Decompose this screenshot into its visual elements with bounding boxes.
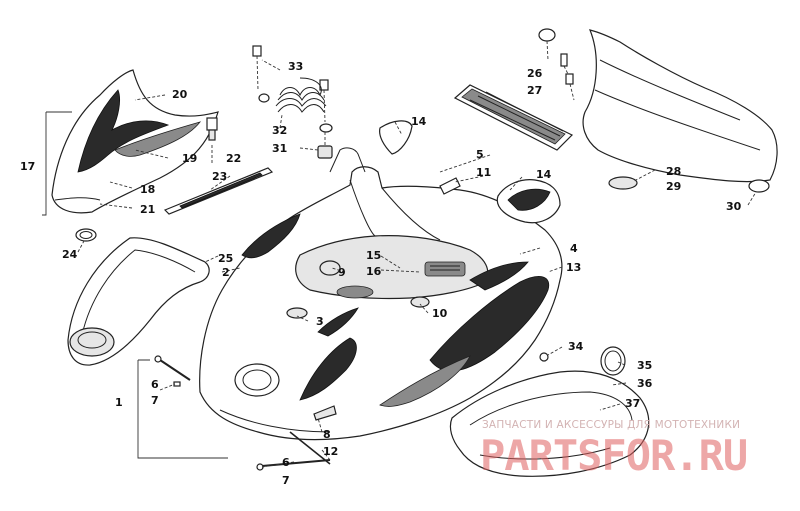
hardware-leader-26-27	[546, 40, 575, 101]
callout-12: 12	[323, 445, 338, 458]
watermark-tagline: ЗАПЧАСТИ И АКСЕССУРЫ ДЛЯ МОТОТЕХНИКИ	[482, 419, 740, 431]
callout-6-upper: 6	[151, 378, 159, 391]
callout-29: 29	[666, 180, 681, 193]
part-grommet-24-inner	[79, 231, 93, 239]
callout-18: 18	[140, 183, 155, 196]
callout-8: 8	[323, 428, 331, 441]
callout-5: 5	[476, 148, 484, 161]
callout-32: 32	[272, 124, 287, 137]
callout-23: 23	[212, 170, 227, 183]
part-fastener-34	[539, 352, 549, 362]
callout-3: 3	[316, 315, 324, 328]
callout-1: 1	[115, 396, 123, 409]
part-nose-bezel	[67, 237, 210, 366]
part-grommet-24	[75, 228, 97, 242]
callout-6-lower: 6	[282, 456, 290, 469]
callout-22: 22	[226, 152, 241, 165]
callout-24: 24	[62, 248, 78, 261]
part-decal-14a	[379, 120, 413, 155]
callout-19: 19	[182, 152, 197, 165]
part-windshield	[582, 29, 778, 190]
part-decal-strip-print	[179, 172, 263, 209]
callout-14-left: 14	[411, 115, 427, 128]
callout-36: 36	[637, 377, 653, 390]
callout-34: 34	[568, 340, 584, 353]
part-console-cover	[51, 69, 219, 214]
watermark: ЗАПЧАСТИ И АКСЕССУРЫ ДЛЯ МОТОТЕХНИКИ PAR…	[480, 419, 748, 480]
callout-9: 9	[338, 266, 346, 279]
callout-27: 27	[527, 84, 542, 97]
part-hood	[199, 147, 563, 441]
callout-4: 4	[570, 242, 578, 255]
callout-25: 25	[218, 252, 233, 265]
callout-11: 11	[476, 166, 491, 179]
callout-35: 35	[637, 359, 652, 372]
callout-17: 17	[20, 160, 35, 173]
part-nut-27	[565, 73, 574, 85]
callout-10: 10	[432, 307, 448, 320]
part-belly-pan	[449, 370, 650, 477]
callout-7-upper: 7	[151, 394, 159, 407]
part-side-panel-14b-graphic	[507, 188, 551, 211]
callout-28: 28	[666, 165, 681, 178]
callout-26: 26	[527, 67, 543, 80]
leader-lines	[42, 59, 757, 468]
callout-13: 13	[566, 261, 581, 274]
callout-16: 16	[366, 265, 382, 278]
part-rod-upper	[154, 355, 191, 387]
callout-15: 15	[366, 249, 381, 262]
callout-7-lower: 7	[282, 474, 290, 487]
callout-31: 31	[272, 142, 287, 155]
callout-33: 33	[288, 60, 303, 73]
part-knob-26	[538, 28, 556, 42]
callout-labels: 1 2 3 4 5 6 7 6 7 8 9 10 11 12 13 14 14 …	[20, 60, 742, 487]
part-spring-assembly	[252, 45, 333, 159]
callout-30: 30	[726, 200, 742, 213]
part-clip	[206, 117, 218, 131]
watermark-logo: PARTSFOR.RU	[480, 431, 747, 480]
part-clip-base	[208, 129, 216, 141]
part-shroud-decal	[453, 84, 574, 151]
part-ring-35-inner	[604, 350, 622, 372]
callout-20: 20	[172, 88, 188, 101]
part-screw-26	[560, 53, 568, 67]
callout-2: 2	[222, 266, 230, 279]
callout-21: 21	[140, 203, 155, 216]
callout-37: 37	[625, 397, 640, 410]
callout-14-right: 14	[536, 168, 552, 181]
part-decal-11	[439, 177, 461, 195]
part-grommet-30	[748, 179, 770, 193]
